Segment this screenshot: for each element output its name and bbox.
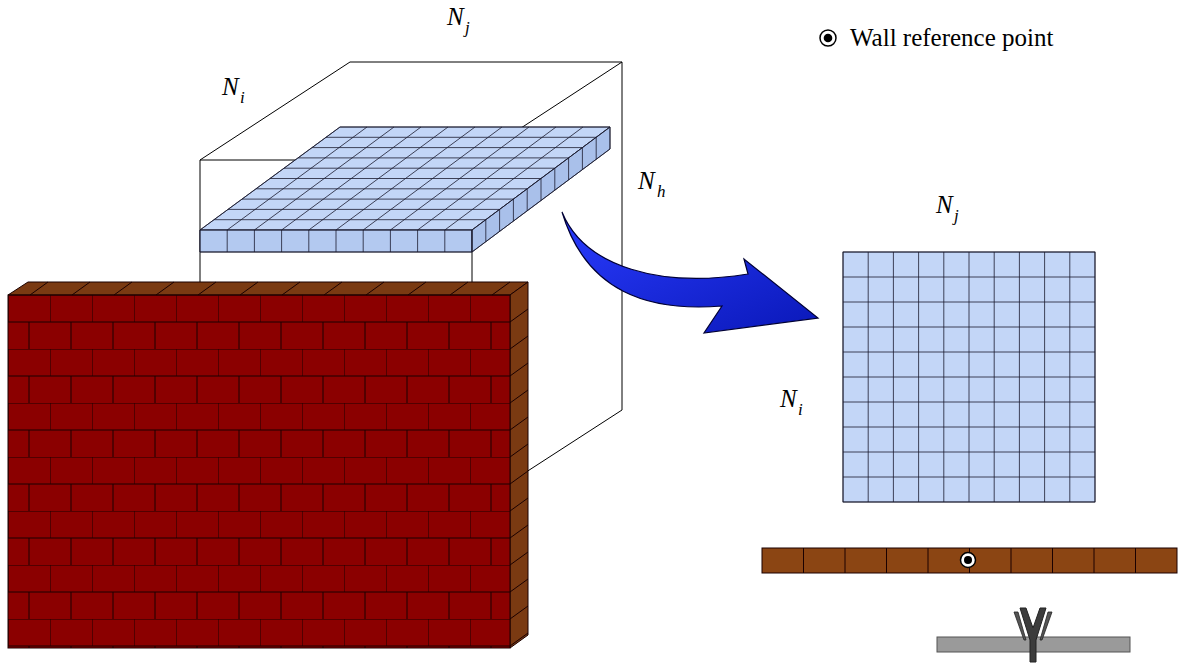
dimension-symbol: N xyxy=(447,4,464,29)
dimension-subscript: h xyxy=(657,183,666,200)
dimension-symbol: N xyxy=(936,192,953,217)
dimension-subscript: i xyxy=(240,89,245,106)
legend-entry: Wall reference point xyxy=(818,24,1053,52)
dimension-symbol: N xyxy=(222,74,239,99)
dimension-subscript: j xyxy=(954,207,959,224)
grid-slab xyxy=(200,127,610,252)
dimension-subscript: j xyxy=(465,19,470,36)
reference-point-symbol xyxy=(818,28,838,48)
brick-wall xyxy=(8,282,528,648)
grid-plane xyxy=(843,252,1095,502)
legend-text: Wall reference point xyxy=(850,24,1053,52)
wall-strip xyxy=(762,548,1177,573)
dimension-subscript: i xyxy=(798,401,803,418)
dimension-symbol: N xyxy=(638,168,655,193)
transform-arrow xyxy=(562,212,818,333)
reference-point xyxy=(961,553,976,568)
legend: Wall reference point xyxy=(818,24,1053,52)
gripper-symbol xyxy=(937,608,1130,662)
dimension-symbol: N xyxy=(780,386,797,411)
